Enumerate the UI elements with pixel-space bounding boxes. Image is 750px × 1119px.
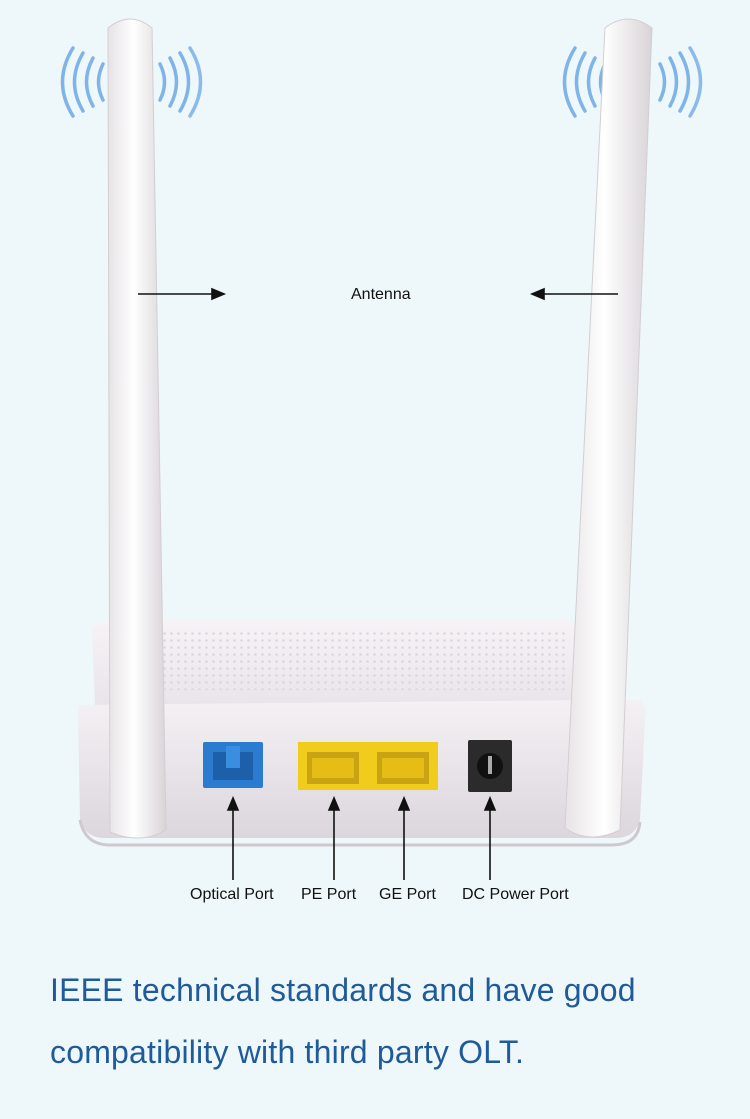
caption-line-1: IEEE technical standards and have good [50,972,636,1008]
antenna-left [107,18,167,839]
antenna-right [564,18,653,838]
antenna-label: Antenna [351,286,411,303]
dc-power-port [468,740,512,792]
wifi-signal-left-icon [60,46,203,118]
ge-port [368,742,438,790]
pe-port-label: PE Port [301,886,357,903]
wifi-signal-right-icon [562,46,703,118]
ge-port-label: GE Port [379,886,436,903]
optical-port [203,742,263,788]
dc-power-port-label: DC Power Port [462,886,569,903]
optical-port-label: Optical Port [190,886,274,903]
caption-line-2: compatibility with third party OLT. [50,1034,525,1070]
pe-port [298,742,368,790]
